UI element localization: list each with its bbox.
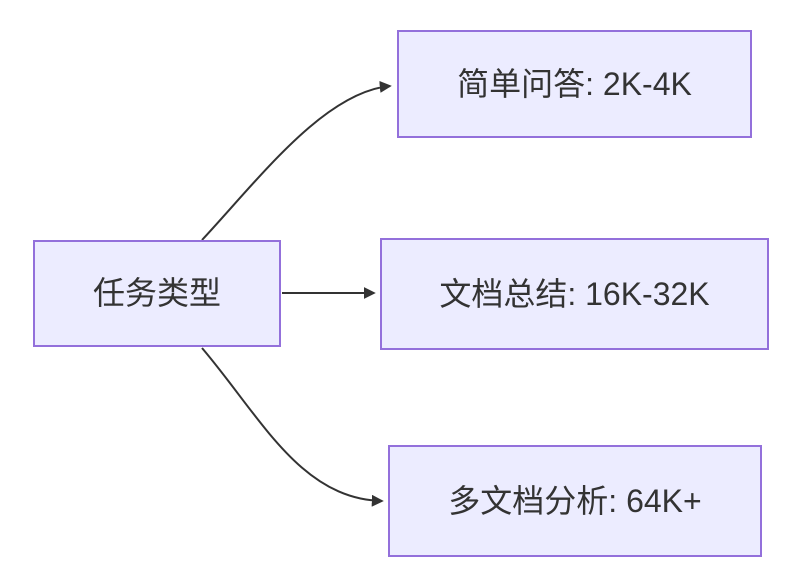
node-multi-doc: 多文档分析: 64K+ [388, 445, 762, 557]
node-simple-qa-label: 简单问答: 2K-4K [457, 65, 692, 102]
node-simple-qa: 简单问答: 2K-4K [397, 30, 752, 138]
node-doc-summary-label: 文档总结: 16K-32K [439, 275, 710, 312]
node-task-type: 任务类型 [33, 240, 281, 347]
node-multi-doc-label: 多文档分析: 64K+ [448, 482, 702, 519]
edge-root-to-multi-doc [201, 347, 384, 507]
node-doc-summary: 文档总结: 16K-32K [380, 238, 769, 350]
node-task-type-label: 任务类型 [92, 275, 221, 312]
edge-root-to-simple-qa [201, 80, 392, 241]
